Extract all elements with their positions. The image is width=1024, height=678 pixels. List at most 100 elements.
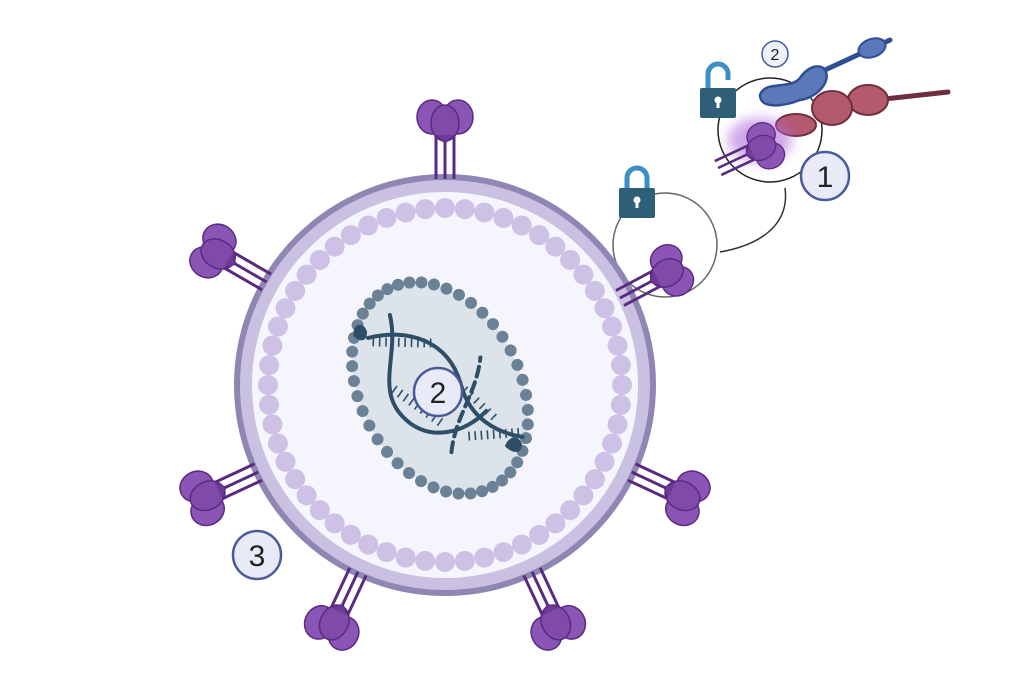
receptor-binding-zoom: [700, 37, 951, 191]
lipid-dot: [340, 524, 361, 545]
capsid-dot: [520, 388, 533, 401]
lipid-dot: [612, 375, 632, 395]
lipid-dot: [594, 298, 615, 319]
lipid-dot: [573, 264, 594, 285]
lipid-dot: [324, 236, 345, 257]
lipid-dot: [560, 500, 581, 521]
capsid-dot: [427, 481, 440, 494]
capsid-dot: [511, 456, 524, 469]
lipid-dot: [602, 433, 623, 454]
rna-tick: [480, 430, 483, 440]
rna-tick: [397, 337, 400, 347]
rna-tick: [504, 428, 508, 438]
capsid-dot: [496, 330, 509, 343]
rna-tick: [467, 391, 475, 399]
nucleocapsid: [346, 276, 534, 500]
rna-tick: [474, 431, 477, 441]
lipid-dot: [358, 215, 379, 236]
lipid-dot: [493, 542, 514, 563]
capsid-dot: [440, 282, 453, 295]
lipid-dot: [607, 414, 628, 435]
rna-tick: [385, 337, 387, 347]
lipid-dot: [610, 355, 631, 376]
lipid-dot: [415, 550, 436, 571]
rna-tick: [410, 338, 413, 348]
rna-tick: [511, 428, 514, 438]
capsid-dot: [346, 360, 359, 373]
capsid-dot: [363, 297, 376, 310]
capsid-dot: [403, 276, 416, 289]
co-receptor-protein-icon: [758, 37, 893, 107]
rna-tick: [484, 408, 492, 415]
zoom-connectors: [612, 77, 823, 298]
lipid-dot: [415, 199, 436, 220]
rna-tick: [436, 417, 444, 427]
glycoprotein-spike-icon: [415, 98, 475, 181]
lipid-dot: [602, 316, 623, 337]
capsid-dot: [504, 344, 517, 357]
badge-receptor: 2: [761, 40, 789, 68]
lipid-dot: [259, 355, 280, 376]
lipid-dot: [560, 249, 581, 270]
lipid-dot: [376, 207, 397, 228]
capsid-dot: [516, 373, 529, 386]
capsid-dot: [486, 480, 499, 493]
capsid-dot: [496, 474, 509, 487]
unlocked-padlock-icon: [700, 64, 736, 118]
lipid-dot: [309, 500, 330, 521]
lipid-dot: [259, 394, 280, 415]
lipid-dot: [594, 451, 615, 472]
capsid-dot: [486, 318, 499, 331]
rna-tick: [490, 413, 497, 421]
lipid-dot: [529, 225, 550, 246]
lipid-dot: [285, 280, 306, 301]
capsid-dot: [371, 289, 384, 302]
badge-capsid: 2: [412, 366, 464, 418]
lipid-dot: [267, 433, 288, 454]
lipid-layer: [258, 198, 632, 572]
capsid-dot: [464, 296, 477, 309]
lipid-dot: [309, 249, 330, 270]
capsid-dot: [504, 466, 517, 479]
lipid-dot: [285, 469, 306, 490]
rna-tick: [498, 429, 501, 439]
spike-zoom: [606, 168, 701, 323]
capsid-dot: [427, 278, 440, 291]
lipid-dot: [296, 485, 317, 506]
capsid-dot: [381, 445, 394, 458]
capsid-dot: [356, 405, 369, 418]
lipid-dot: [262, 414, 283, 435]
lipid-dot: [275, 298, 296, 319]
capsid-dot: [347, 375, 360, 388]
lipid-dot: [454, 199, 475, 220]
lipid-dot: [511, 215, 532, 236]
badge-envelope-label: 3: [249, 540, 266, 573]
rna-tick: [416, 338, 419, 348]
rna-tick: [478, 402, 486, 410]
capsid-dot: [521, 403, 534, 416]
capsid-dot: [415, 276, 428, 289]
rna-tick: [473, 397, 480, 405]
rna-tick: [408, 397, 415, 406]
rna-tick: [391, 337, 394, 347]
lipid-dot: [275, 451, 296, 472]
capsid-dot: [464, 487, 477, 500]
capsid-dot: [521, 418, 534, 431]
lipid-dot: [511, 534, 532, 555]
lipid-dot: [358, 534, 379, 555]
lipid-dot: [610, 394, 631, 415]
lipid-dot: [324, 513, 345, 534]
lipid-dot: [584, 280, 605, 301]
capsid-dot: [452, 288, 465, 301]
capsid-dot: [371, 433, 384, 446]
capsid-dot: [475, 485, 488, 498]
capsid-dot: [440, 485, 453, 498]
badge-receptor-label: 2: [771, 47, 780, 64]
lipid-dot: [573, 485, 594, 506]
lipid-dot: [376, 542, 397, 563]
lipid-dot: [258, 375, 278, 395]
badge-binding: 1: [799, 150, 851, 202]
capsid-dot: [476, 306, 489, 319]
